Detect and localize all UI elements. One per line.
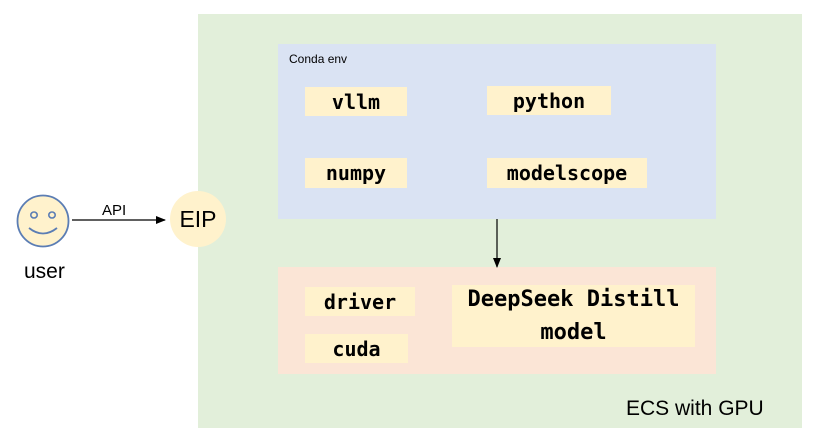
model-label-line2: model bbox=[540, 320, 607, 345]
eip-node: EIP bbox=[170, 191, 226, 247]
eip-label: EIP bbox=[179, 205, 217, 232]
api-label: API bbox=[102, 202, 127, 219]
package-modelscope: modelscope bbox=[487, 158, 647, 188]
user-label: user bbox=[24, 260, 65, 283]
conda-env-box bbox=[278, 44, 716, 219]
gpu-item-cuda: cuda bbox=[305, 334, 408, 363]
model-label-line1: DeepSeek Distill bbox=[467, 287, 680, 312]
gpu-item-driver: driver bbox=[305, 287, 415, 316]
package-numpy: numpy bbox=[305, 158, 407, 188]
model-box: DeepSeek Distill model bbox=[452, 285, 695, 347]
smiley-face-icon bbox=[16, 194, 70, 248]
package-python: python bbox=[487, 86, 611, 115]
package-vllm: vllm bbox=[305, 87, 407, 116]
ecs-label: ECS with GPU bbox=[626, 397, 764, 420]
conda-env-label: Conda env bbox=[289, 52, 348, 66]
